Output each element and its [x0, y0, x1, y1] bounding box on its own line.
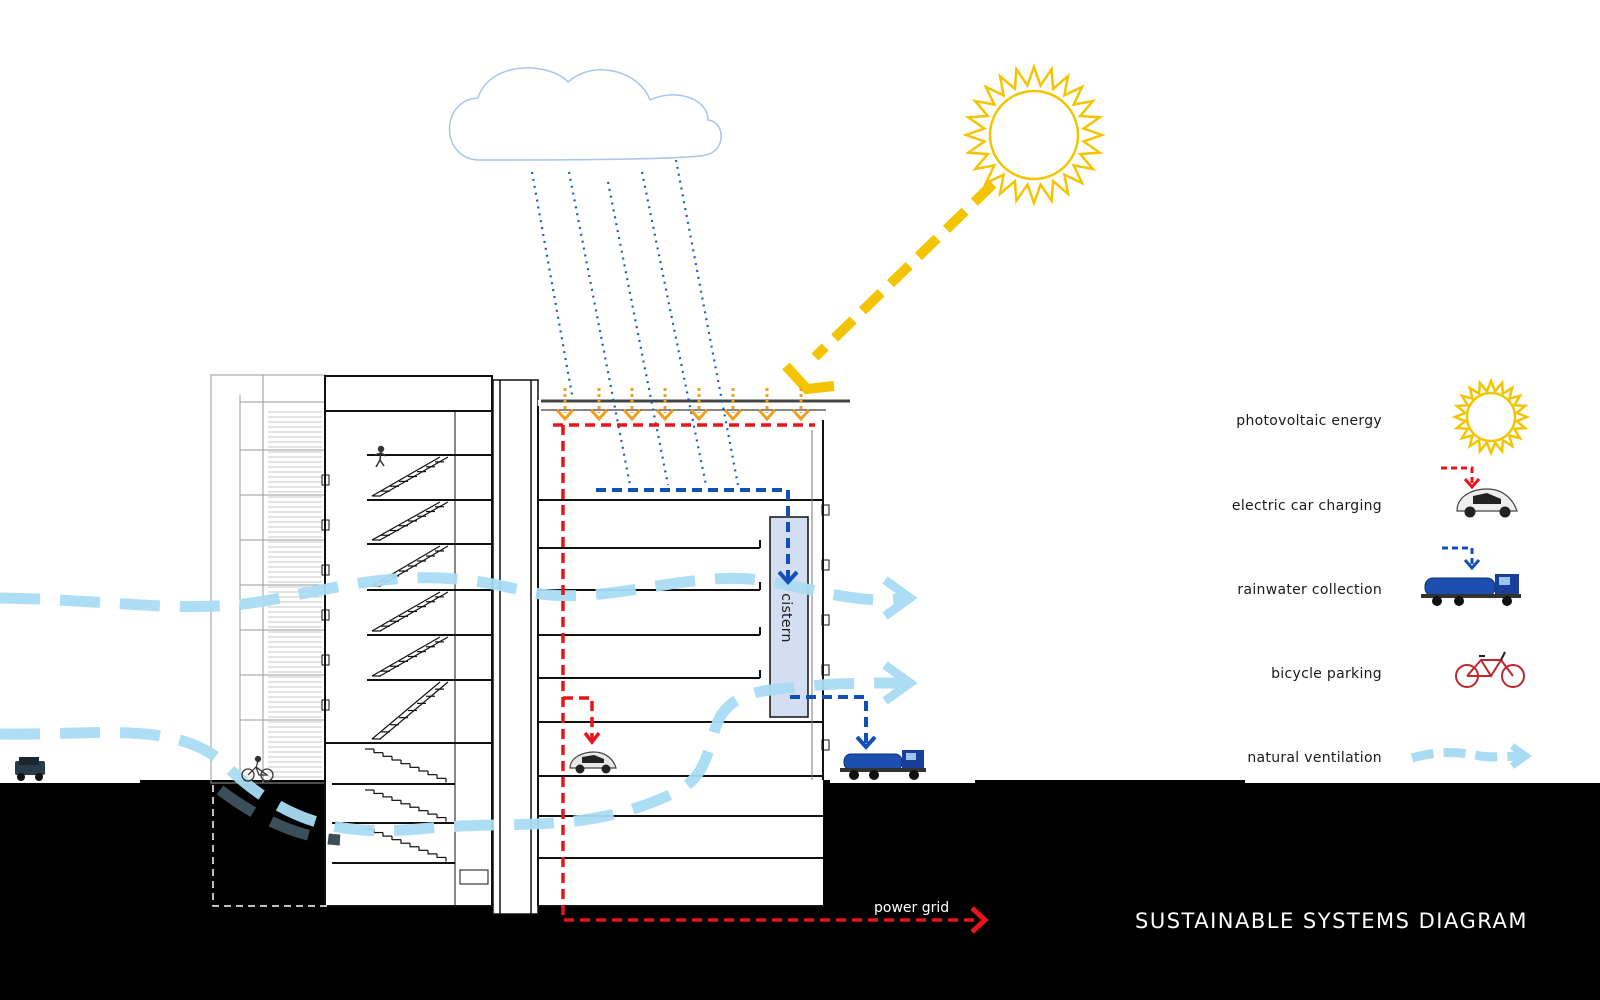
natural-ventilation-flows [0, 572, 918, 837]
legend-label-bicycle: bicycle parking [1271, 666, 1382, 682]
left-facade [210, 374, 326, 784]
natural-ventilation-underground [216, 785, 341, 846]
ventilation-arrowhead-lower [882, 661, 918, 705]
legend-label-ventilation: natural ventilation [1247, 750, 1382, 766]
solar-ray [782, 180, 997, 395]
truck-fill-arrowhead [855, 735, 877, 750]
basement-outline [212, 785, 328, 907]
legend-electric-car-icon [1441, 466, 1518, 518]
water-truck-icon [840, 750, 926, 780]
jeep-icon [15, 757, 45, 781]
cistern-arrowhead [777, 570, 799, 585]
legend-ventilation-icon [1410, 743, 1533, 769]
rain-lines [530, 159, 740, 486]
electric-lines [553, 423, 989, 934]
legend: photovoltaic energy electric car chargin… [1232, 377, 1533, 769]
cistern-label: cistern [778, 593, 794, 642]
power-grid-label: power grid [874, 900, 949, 916]
solar-ray-arrowhead [782, 362, 835, 395]
electric-car-parked-icon [569, 751, 617, 774]
power-grid-arrowhead [970, 906, 989, 934]
legend-water-truck-icon [1421, 546, 1521, 606]
legend-bicycle-icon [1455, 651, 1525, 688]
legend-sun-icon [1451, 377, 1531, 457]
person-on-stairs-icon [374, 445, 387, 468]
diagram-title: SUSTAINABLE SYSTEMS DIAGRAM [1135, 909, 1528, 933]
photovoltaic-collection-arrows [555, 388, 811, 422]
water-lines [596, 488, 877, 750]
legend-label-photovoltaic: photovoltaic energy [1236, 413, 1382, 429]
sun-icon [962, 63, 1106, 207]
legend-label-rainwater: rainwater collection [1237, 582, 1382, 598]
stair-core [324, 375, 493, 907]
legend-label-electric-car: electric car charging [1232, 498, 1382, 514]
cyclist-icon [241, 755, 274, 782]
car-charge-arrowhead [583, 731, 601, 745]
ventilation-arrowhead-upper [882, 576, 918, 620]
cloud-icon [448, 67, 722, 161]
